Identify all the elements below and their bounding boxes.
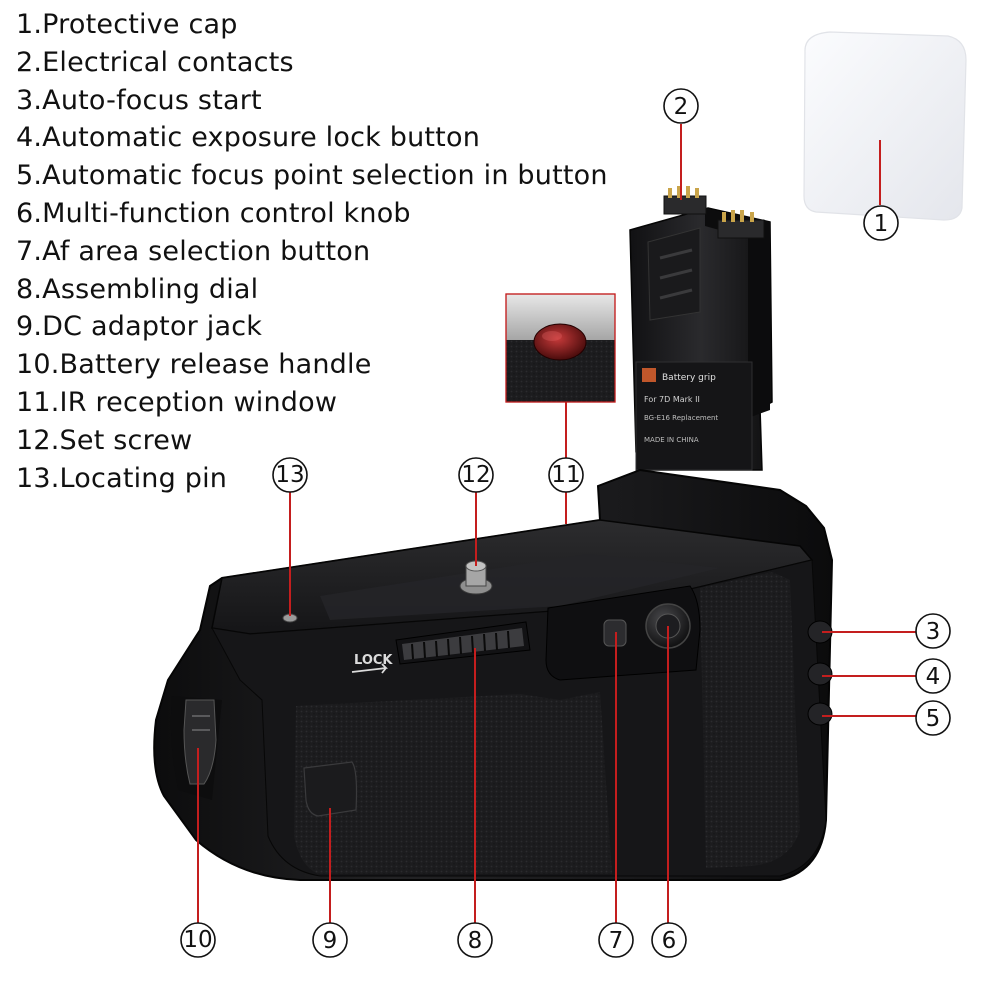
- assembling-dial: [395, 621, 531, 665]
- callout-12-number: 12: [461, 462, 490, 488]
- callout-8: 8: [457, 922, 493, 958]
- legend-item-10: 10.Battery release handle: [16, 349, 372, 381]
- callout-3-number: 3: [926, 619, 941, 645]
- legend-item-5: 5.Automatic focus point selection in but…: [16, 160, 608, 192]
- callout-7: 7: [598, 922, 634, 958]
- battery-grip-text: Battery grip: [662, 373, 716, 383]
- af-point-selection-button[interactable]: [807, 702, 833, 726]
- legend-item-9: 9.DC adaptor jack: [16, 311, 263, 343]
- callout-1-number: 1: [874, 211, 889, 237]
- callout-2: 2: [663, 88, 699, 124]
- lock-marking: LOCK: [354, 653, 393, 668]
- legend-item-6: 6.Multi-function control knob: [16, 197, 411, 229]
- callout-4: 4: [915, 658, 951, 694]
- callout-10: 10: [180, 922, 216, 958]
- callout-5: 5: [915, 700, 951, 736]
- callout-9: 9: [312, 922, 348, 958]
- callout-11-number: 11: [551, 462, 580, 488]
- legend-item-8: 8.Assembling dial: [16, 273, 259, 305]
- callout-4-number: 4: [926, 664, 941, 690]
- callout-13-number: 13: [275, 462, 304, 488]
- legend-item-1: 1.Protective cap: [16, 9, 238, 40]
- rubber-grip: [294, 692, 612, 874]
- origin-text: MADE IN CHINA: [644, 436, 699, 444]
- legend-item-3: 3.Auto-focus start: [16, 84, 262, 116]
- ir-window-inset: [505, 293, 616, 403]
- callout-13: 13: [272, 457, 308, 493]
- legend-item-11: 11.IR reception window: [16, 386, 338, 418]
- leader-lines: [197, 124, 918, 924]
- lock-arrow-icon: [351, 663, 388, 674]
- callout-2-number: 2: [674, 94, 689, 120]
- callout-3: 3: [915, 613, 951, 649]
- ir-reception-window: [533, 323, 587, 361]
- battery-tower: Battery grip For 7D Mark II BG-E16 Repla…: [629, 186, 773, 471]
- callout-8-number: 8: [468, 928, 483, 954]
- parts-legend: 1.Protective cap 2.Electrical contacts 3…: [16, 6, 608, 497]
- callout-11: 11: [548, 457, 584, 493]
- grip-body: LOCK: [153, 468, 834, 881]
- model-text: For 7D Mark II: [644, 395, 700, 404]
- callout-5-number: 5: [926, 706, 941, 732]
- callout-10-number: 10: [183, 927, 212, 953]
- callout-9-number: 9: [323, 928, 338, 954]
- legend-item-2: 2.Electrical contacts: [16, 46, 294, 78]
- legend-item-4: 4.Automatic exposure lock button: [16, 122, 481, 154]
- legend-item-12: 12.Set screw: [16, 424, 193, 456]
- callout-1: 1: [863, 205, 899, 241]
- battery-release-handle[interactable]: [183, 699, 217, 785]
- dc-adaptor-cover: [303, 761, 358, 817]
- protective-cap: [803, 31, 967, 221]
- callout-6-number: 6: [662, 928, 677, 954]
- callout-7-number: 7: [609, 928, 624, 954]
- legend-item-13: 13.Locating pin: [16, 462, 228, 494]
- electrical-contacts: [663, 186, 765, 239]
- callout-6: 6: [651, 922, 687, 958]
- replacement-text: BG-E16 Replacement: [644, 414, 718, 422]
- callout-12: 12: [458, 457, 494, 493]
- brand-logo: [642, 368, 656, 382]
- ae-lock-button[interactable]: [807, 662, 833, 686]
- legend-item-7: 7.Af area selection button: [16, 235, 371, 267]
